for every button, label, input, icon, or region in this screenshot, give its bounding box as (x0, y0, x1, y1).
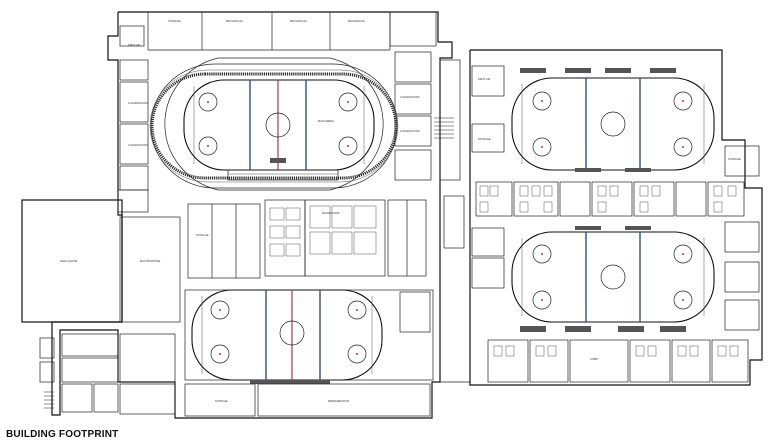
caption: BUILDING FOOTPRINT (6, 429, 119, 440)
svg-text:STORAGE: STORAGE (478, 137, 491, 141)
svg-text:STORAGE: STORAGE (215, 399, 228, 403)
svg-text:WASHROOMS: WASHROOMS (322, 211, 340, 215)
svg-text:MECHANICAL: MECHANICAL (290, 19, 308, 23)
east-rink-1 (511, 77, 715, 172)
svg-text:LOBBY: LOBBY (590, 357, 599, 361)
svg-text:LOCKER ROOM: LOCKER ROOM (128, 101, 147, 105)
svg-text:MECHANICAL: MECHANICAL (348, 19, 366, 23)
svg-text:MAIN ARENA: MAIN ARENA (318, 119, 334, 123)
svg-text:STORAGE: STORAGE (168, 19, 181, 23)
svg-text:STORAGE: STORAGE (728, 157, 741, 161)
stair-icon (434, 117, 454, 139)
svg-text:MULTIPURPOSE: MULTIPURPOSE (140, 259, 161, 263)
svg-text:REFRIGERATION: REFRIGERATION (328, 399, 349, 403)
east-building: FIRST AID STORAGE LOBBY STORAGE (469, 49, 763, 386)
west-annex (21, 199, 123, 323)
svg-text:LOCKER ROOM: LOCKER ROOM (400, 95, 419, 99)
svg-text:FIRST AID: FIRST AID (478, 77, 490, 81)
connector (434, 59, 470, 383)
svg-text:LOCKER ROOM: LOCKER ROOM (128, 143, 147, 147)
svg-text:FIRST AID: FIRST AID (128, 43, 140, 47)
svg-text:STORAGE: STORAGE (196, 233, 209, 237)
east-rink-2 (511, 226, 715, 323)
west-building: FIRST AID STORAGE MECHANICAL MECHANICAL … (21, 11, 453, 419)
faceoff-circle-icon (279, 320, 305, 346)
svg-text:MECHANICAL: MECHANICAL (226, 19, 244, 23)
arena-rink: MAIN ARENA (183, 79, 375, 171)
west-rink (191, 289, 383, 384)
svg-text:LOCKER ROOM: LOCKER ROOM (400, 129, 419, 133)
svg-text:FIELD HOUSE: FIELD HOUSE (60, 259, 78, 263)
